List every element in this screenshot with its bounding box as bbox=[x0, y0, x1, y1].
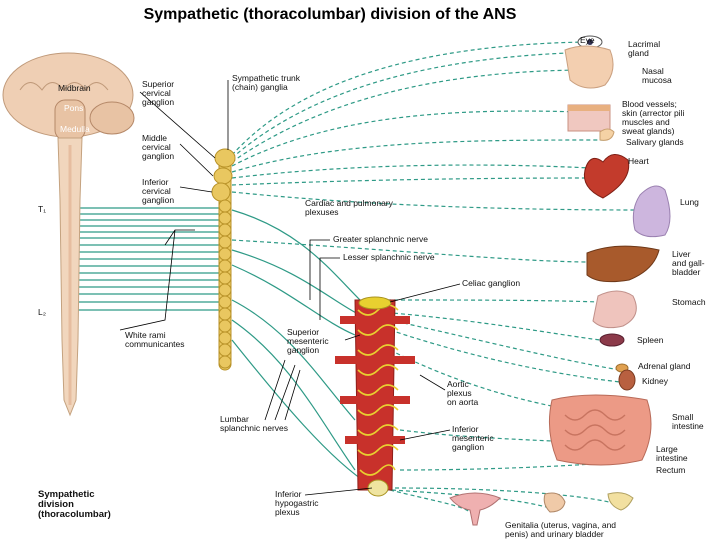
leader-lines bbox=[119, 80, 461, 496]
label-heart: Heart bbox=[628, 156, 649, 166]
label-salivary: Salivary glands bbox=[626, 137, 684, 147]
label-kidney: Kidney bbox=[642, 376, 668, 386]
lung-shape bbox=[632, 185, 671, 238]
label-sympathetic-trunk: Sympathetic trunk (chain) ganglia bbox=[232, 73, 301, 92]
intestine-shape bbox=[548, 394, 652, 466]
label-genitalia: Genitalia (uterus, vagina, and penis) an… bbox=[505, 520, 617, 539]
label-l2: L₂ bbox=[38, 307, 47, 317]
label-white-rami: White rami communicantes bbox=[125, 330, 185, 349]
fiber-spleen bbox=[379, 311, 601, 341]
label-middle-cervical: Middle cervical ganglion bbox=[142, 133, 175, 161]
fiber-heart-2 bbox=[231, 177, 591, 186]
label-inferior-hypogastric: Inferior hypogastric plexus bbox=[275, 489, 319, 517]
brain-and-cord bbox=[2, 52, 135, 417]
label-celiac: Celiac ganglion bbox=[462, 278, 521, 288]
inferior-hypogastric-shape bbox=[367, 479, 389, 497]
salivary-shape bbox=[599, 128, 615, 141]
fiber-small-int bbox=[389, 349, 586, 413]
fiber-genitalia-3 bbox=[394, 487, 621, 506]
label-blood-vessels: Blood vessels; skin (arrector pili muscl… bbox=[622, 99, 685, 136]
fiber-heart bbox=[231, 164, 591, 179]
label-inferior-cervical: Inferior cervical ganglion bbox=[142, 177, 175, 205]
label-greater-splanchnic: Greater splanchnic nerve bbox=[333, 234, 428, 244]
label-medulla: Medulla bbox=[60, 124, 90, 134]
label-stomach: Stomach bbox=[672, 297, 706, 307]
fiber-lung bbox=[231, 191, 641, 211]
bladder-shape bbox=[607, 492, 634, 511]
fiber-lacrimal bbox=[231, 51, 601, 159]
liver-shape bbox=[586, 245, 660, 283]
face-shape bbox=[564, 45, 614, 89]
label-cardiac-pulmonary: Cardiac and pulmonary plexuses bbox=[305, 198, 393, 217]
fiber-genitalia-1 bbox=[389, 489, 471, 513]
lesser-splanchnic-path bbox=[231, 249, 361, 316]
diagram-title: Sympathetic (thoracolumbar) division of … bbox=[143, 6, 517, 23]
kidney-shape bbox=[618, 369, 636, 391]
label-lesser-splanchnic: Lesser splanchnic nerve bbox=[343, 252, 435, 262]
fiber-salivary bbox=[231, 139, 606, 173]
organs bbox=[449, 35, 671, 526]
label-lung: Lung bbox=[680, 197, 699, 207]
heart-shape bbox=[583, 154, 630, 199]
label-lacrimal: Lacrimal gland bbox=[628, 39, 661, 58]
fiber-eye bbox=[231, 41, 586, 156]
cerebellum bbox=[89, 101, 135, 135]
label-superior-cervical: Superior cervical ganglion bbox=[142, 79, 175, 107]
label-superior-mesenteric: Superior mesenteric ganglion bbox=[287, 327, 329, 355]
celiac-ganglion-shape bbox=[358, 296, 392, 310]
fiber-nasal bbox=[231, 69, 591, 163]
fiber-kidney bbox=[389, 329, 621, 383]
stomach-shape bbox=[592, 290, 637, 329]
label-rectum: Rectum bbox=[656, 465, 686, 475]
label-adrenal: Adrenal gland bbox=[638, 361, 691, 371]
label-large-intestine: Large intestine bbox=[656, 444, 688, 463]
uterus-shape bbox=[449, 492, 501, 526]
label-pons: Pons bbox=[64, 103, 84, 113]
label-liver: Liver and gall- bladder bbox=[672, 249, 705, 277]
label-midbrain: Midbrain bbox=[58, 83, 91, 93]
label-division: Sympathetic division (thoracolumbar) bbox=[38, 489, 111, 520]
spleen-shape bbox=[599, 333, 625, 347]
penis-shape bbox=[543, 492, 566, 513]
sympathetic-chain bbox=[211, 148, 236, 371]
label-small-intestine: Small intestine bbox=[672, 412, 704, 431]
label-spleen: Spleen bbox=[637, 335, 664, 345]
fiber-liver bbox=[231, 239, 593, 263]
label-inferior-mesenteric: Inferior mesenteric ganglion bbox=[452, 424, 494, 452]
label-lumbar-splanchnic: Lumbar splanchnic nerves bbox=[220, 414, 289, 433]
label-nasal: Nasal mucosa bbox=[642, 66, 672, 85]
aorta bbox=[335, 296, 415, 497]
label-eye: Eye bbox=[580, 35, 595, 45]
label-t1: T₁ bbox=[38, 204, 47, 214]
fiber-stomach bbox=[379, 299, 601, 303]
preganglionic-fibers bbox=[70, 207, 371, 486]
fiber-adrenal bbox=[389, 319, 621, 371]
label-aortic-plexus: Aortic plexus on aorta bbox=[447, 379, 479, 407]
greater-splanchnic-path bbox=[231, 209, 361, 301]
fiber-blood-vessels bbox=[231, 110, 581, 167]
